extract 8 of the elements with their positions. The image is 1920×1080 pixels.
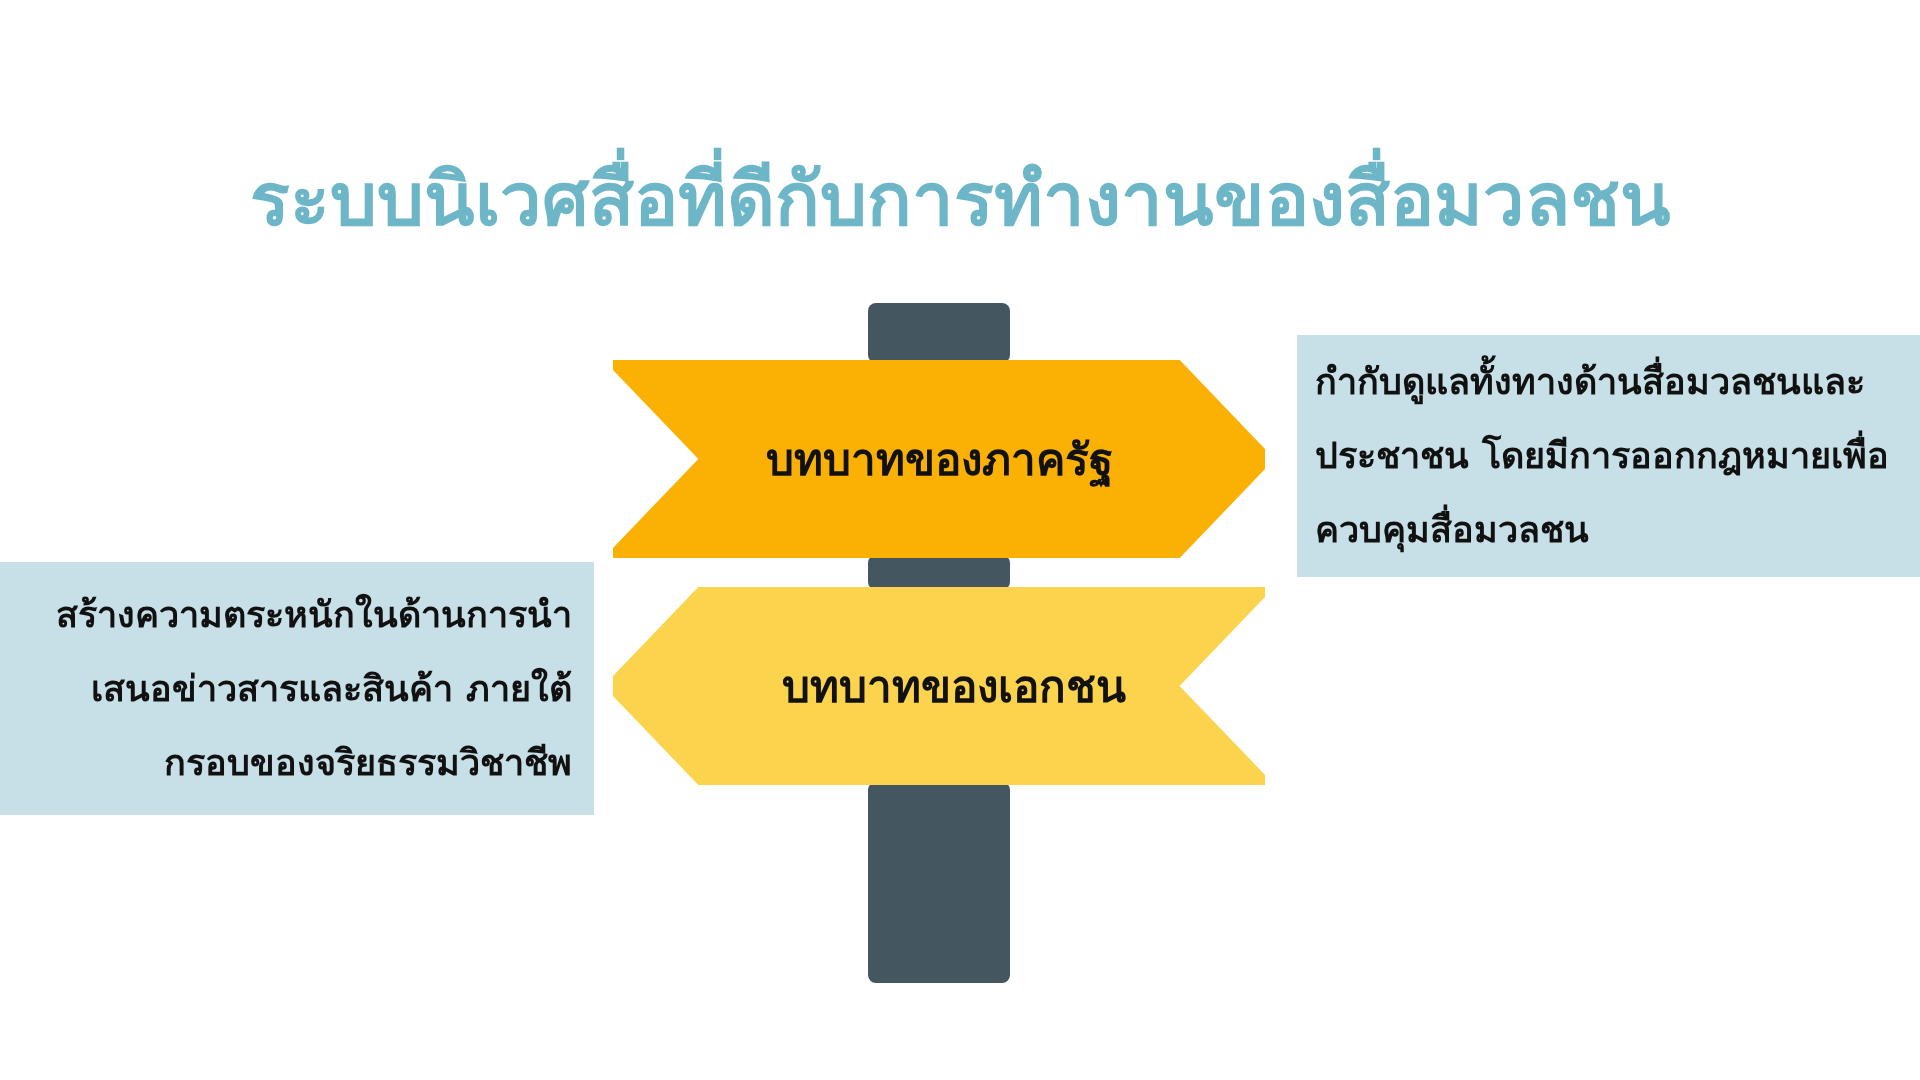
sign-label: บทบาทของภาครัฐ xyxy=(765,433,1113,489)
description-text: สร้างความตระหนักในด้านการนำเสนอข่าวสารและสินค้า ภายใต้กรอบของจริยธรรมวิชาชีพ xyxy=(55,592,572,785)
text-panel xyxy=(0,562,594,815)
sign-label: บทบาทของเอกชน xyxy=(782,660,1126,714)
title: ระบบนิเวศสื่อที่ดีกับการทำงานของสื่อมวลชน xyxy=(0,140,1920,258)
signpost-pole xyxy=(868,782,1010,983)
description-text: กำกับดูแลทั้งทางด้านสื่อมวลชนและประชาชน โดยมีการออกกฎหมายเพื่อควบคุมสื่อมวลชน xyxy=(1315,345,1900,567)
signpost-pole xyxy=(868,303,1010,363)
